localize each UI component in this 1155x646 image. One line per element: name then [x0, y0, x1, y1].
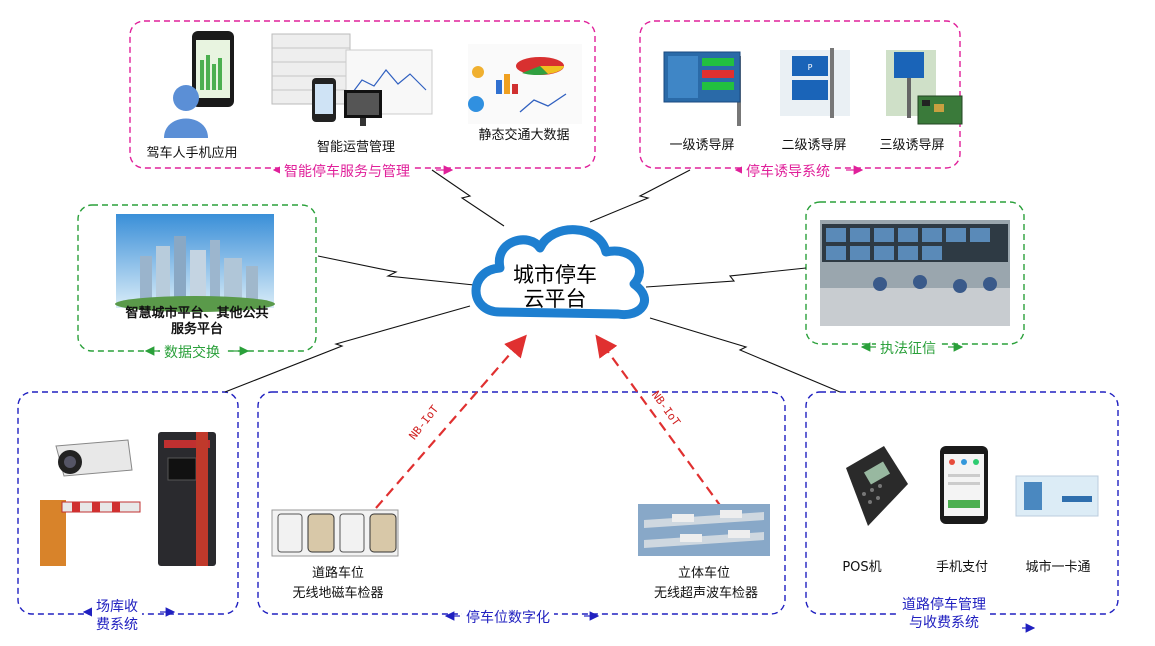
cloud-title-line2: 云平台: [523, 287, 587, 311]
city-card-label: 城市一卡通: [1025, 560, 1091, 575]
mobile-payment-label: 手机支付: [935, 560, 988, 575]
smart-city-picture: [115, 214, 275, 312]
data-exchange-title: 数据交换: [160, 342, 224, 362]
link-guidance: [589, 169, 691, 223]
link-smart-service: [431, 169, 505, 227]
road-mgmt-title: 道路停车管理 与收费系统: [898, 596, 990, 632]
level3-screen-label: 三级诱导屏: [879, 138, 945, 153]
stereo-space-label-line2: 无线超声波车检器: [653, 586, 758, 601]
level1-screen-label: 一级诱导屏: [669, 138, 735, 153]
pos-machine-icon: [846, 446, 908, 526]
digitization-title: 停车位数字化: [462, 607, 554, 627]
operation-management-icon: [271, 33, 433, 126]
road-space-label-line2: 无线地磁车检器: [292, 586, 384, 601]
garage-devices-icon: [40, 432, 216, 566]
svg-text:P: P: [808, 63, 813, 72]
link-garage: [224, 305, 471, 393]
enforcement-room-picture: [820, 220, 1010, 326]
digitization-box: [257, 391, 786, 615]
smart-city-label-line1: 智慧城市平台、其他公共: [125, 306, 269, 321]
garage-title-line2: 费系统: [96, 617, 138, 633]
road-mgmt-title-line2: 与收费系统: [909, 615, 979, 631]
city-card-icon: [1015, 475, 1099, 517]
road-parking-icon: [271, 509, 399, 557]
link-enforcement: [645, 267, 807, 288]
pos-label: POS机: [842, 560, 882, 575]
level2-guidance-screen-icon: P: [780, 48, 850, 118]
stereo-parking-icon: [638, 504, 770, 556]
traffic-big-data-label: 静态交通大数据: [478, 128, 570, 143]
link-data-exchange: [317, 255, 475, 286]
link-road-mgmt: [649, 317, 841, 393]
enforcement-title: 执法征信: [876, 338, 940, 358]
nbiot-left-arrow: [375, 334, 527, 509]
nbiot-right-arrow: [595, 334, 723, 509]
road-space-label-line1: 道路车位: [311, 566, 364, 581]
level3-guidance-screen-icon: [886, 50, 963, 125]
level1-guidance-screen-icon: [663, 51, 741, 126]
stereo-space-label-line1: 立体车位: [677, 566, 730, 581]
mobile-payment-icon: [940, 446, 988, 524]
cloud-icon: [471, 225, 649, 320]
operation-management-label: 智能运营管理: [316, 140, 395, 155]
garage-title-line1: 场库收: [96, 599, 138, 615]
driver-app-label: 驾车人手机应用: [146, 146, 238, 161]
traffic-big-data-icon: [468, 44, 582, 124]
garage-title: 场库收 费系统: [92, 598, 142, 634]
cloud-title-line1: 城市停车: [513, 263, 597, 287]
guidance-title: 停车诱导系统: [742, 161, 834, 181]
level2-screen-label: 二级诱导屏: [781, 138, 847, 153]
smart-service-title: 智能停车服务与管理: [280, 161, 414, 181]
data-exchange-box: [77, 204, 317, 352]
smart-city-label-line2: 服务平台: [170, 322, 223, 337]
cloud-platform-label: 城市停车 云平台: [500, 263, 610, 311]
driver-phone-app-icon: [164, 31, 234, 138]
road-mgmt-title-line1: 道路停车管理: [902, 597, 986, 613]
